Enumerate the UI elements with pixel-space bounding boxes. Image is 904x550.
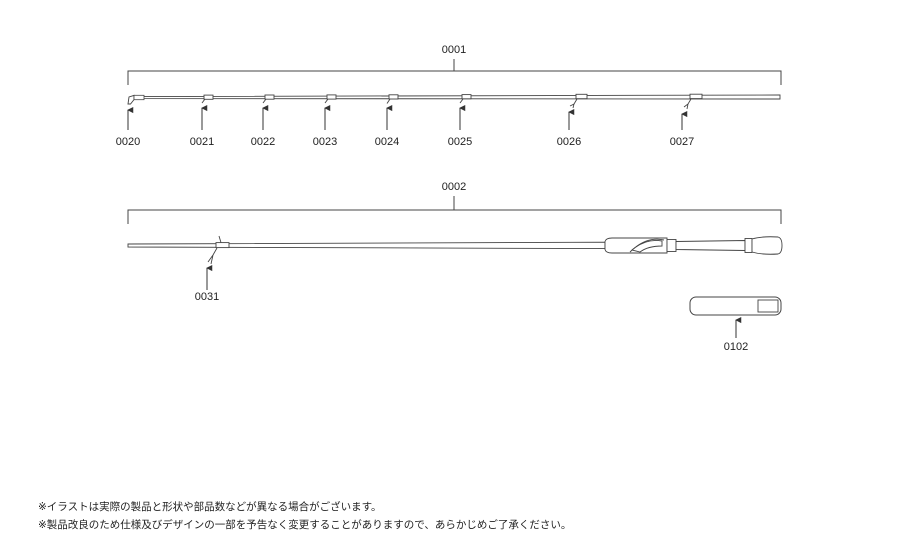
tip-section-assembly: 0001 (116, 44, 782, 148)
disclaimer-note-2: ※製品改良のため仕様及びデザインの一部を予告なく変更することがありますので、あら… (38, 519, 572, 531)
label-0023: 0023 (313, 136, 337, 148)
tip-top-guide-icon (127, 94, 145, 105)
rod-case-assembly: 0102 (689, 296, 782, 353)
rod-case-window (757, 299, 779, 313)
guide-5-icon (459, 94, 472, 104)
label-0027: 0027 (670, 136, 694, 148)
label-0022: 0022 (251, 136, 275, 148)
label-0025: 0025 (448, 136, 472, 148)
guide-7-icon (683, 93, 703, 110)
butt-section-bracket (127, 196, 782, 224)
tip-section-label: 0001 (442, 44, 466, 56)
tip-section-blank (133, 94, 781, 100)
label-0102: 0102 (724, 341, 748, 353)
label-0021: 0021 (190, 136, 214, 148)
guide-2-icon (262, 94, 275, 104)
reel-seat-icon (604, 237, 677, 254)
tip-section-bracket (127, 59, 782, 85)
disclaimer-note-1: ※イラストは実際の製品と形状や部品数などが異なる場合がございます。 (38, 501, 382, 513)
label-0031: 0031 (195, 291, 219, 303)
label-0026: 0026 (557, 136, 581, 148)
butt-section-label: 0002 (442, 181, 466, 193)
butt-section-blank (127, 241, 606, 250)
guide-1-icon (201, 94, 214, 104)
butt-guide-icon (207, 235, 230, 265)
guide-3-icon (324, 94, 337, 104)
guide-6-icon (569, 93, 588, 109)
rear-grip-icon (675, 236, 783, 255)
butt-section-assembly: 0002 0031 (127, 181, 783, 303)
label-0024: 0024 (375, 136, 399, 148)
label-0020: 0020 (116, 136, 140, 148)
guide-4-icon (386, 94, 399, 104)
